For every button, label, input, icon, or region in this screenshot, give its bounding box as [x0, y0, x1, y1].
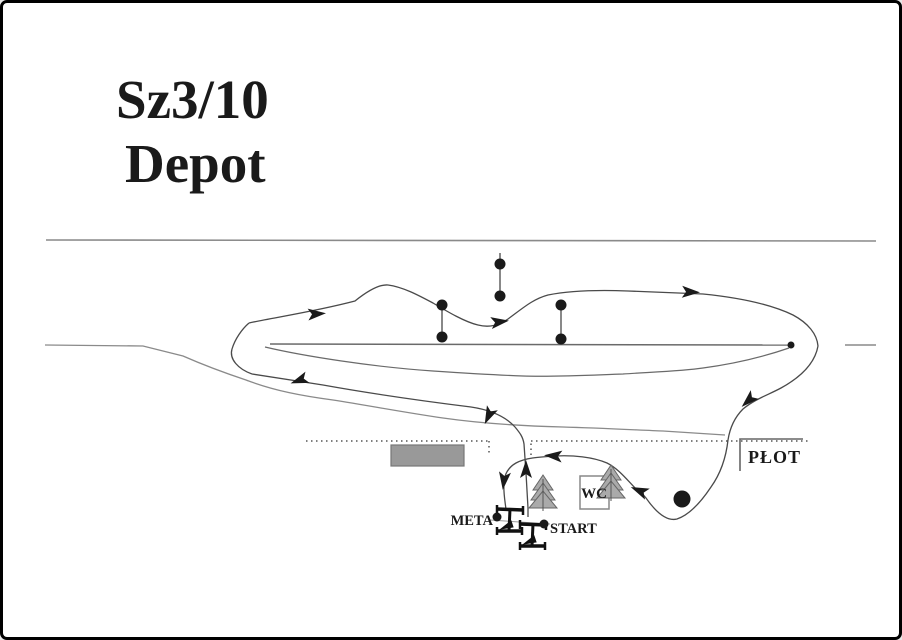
direction-arrows: [290, 285, 759, 500]
gate-2-upper-dot: [494, 258, 506, 270]
gate-dots: [436, 258, 567, 345]
terrain-slope-line: [44, 344, 726, 436]
arrow-icon: [499, 471, 511, 490]
fence-label: PŁOT: [748, 447, 801, 467]
arrow-icon: [681, 285, 700, 298]
wc-label: WC: [581, 486, 607, 502]
gate-3-upper-dot: [555, 299, 567, 311]
arrow-icon: [307, 308, 326, 321]
tree-icon-right: [595, 464, 627, 501]
gate-1-upper-dot: [436, 299, 448, 311]
building-rect: [390, 444, 465, 467]
arrow-icon: [290, 371, 310, 384]
turn-marker-dot: [673, 490, 691, 508]
gate-2-lower-dot: [494, 290, 506, 302]
meta-label: META: [451, 513, 494, 529]
start-label: START: [550, 521, 597, 537]
gate-3-lower-dot: [555, 333, 567, 345]
gate-1-lower-dot: [436, 331, 448, 343]
arrow-icon: [544, 450, 563, 463]
depot-middle-track-line: [269, 343, 790, 346]
fence-label-bracket: [739, 438, 803, 471]
depot-lower-edge-line: [264, 346, 790, 377]
course-map-drawing: Sz3/10 Depot META START WC PŁOT: [44, 69, 877, 550]
upper-terrain-line: [45, 239, 877, 242]
fence-dotted-line: [306, 440, 809, 455]
arrow-icon: [484, 405, 498, 425]
course-finish-path: [503, 345, 819, 521]
track-end-dot: [787, 341, 795, 349]
arrow-icon: [741, 390, 759, 407]
arrow-icon: [630, 487, 650, 500]
finish-gate-icon: [495, 505, 525, 535]
page-title-line2: Depot: [125, 133, 266, 194]
course-left-turnaround: [230, 322, 253, 375]
page-title-line1: Sz3/10: [116, 69, 269, 130]
arrow-icon: [520, 460, 532, 478]
course-top-path: [248, 284, 819, 347]
meta-point-dot: [492, 512, 502, 522]
course-start-connector: [251, 373, 529, 517]
arrow-icon: [490, 317, 509, 330]
start-point-dot: [539, 519, 549, 529]
tree-icon-left: [527, 474, 559, 511]
